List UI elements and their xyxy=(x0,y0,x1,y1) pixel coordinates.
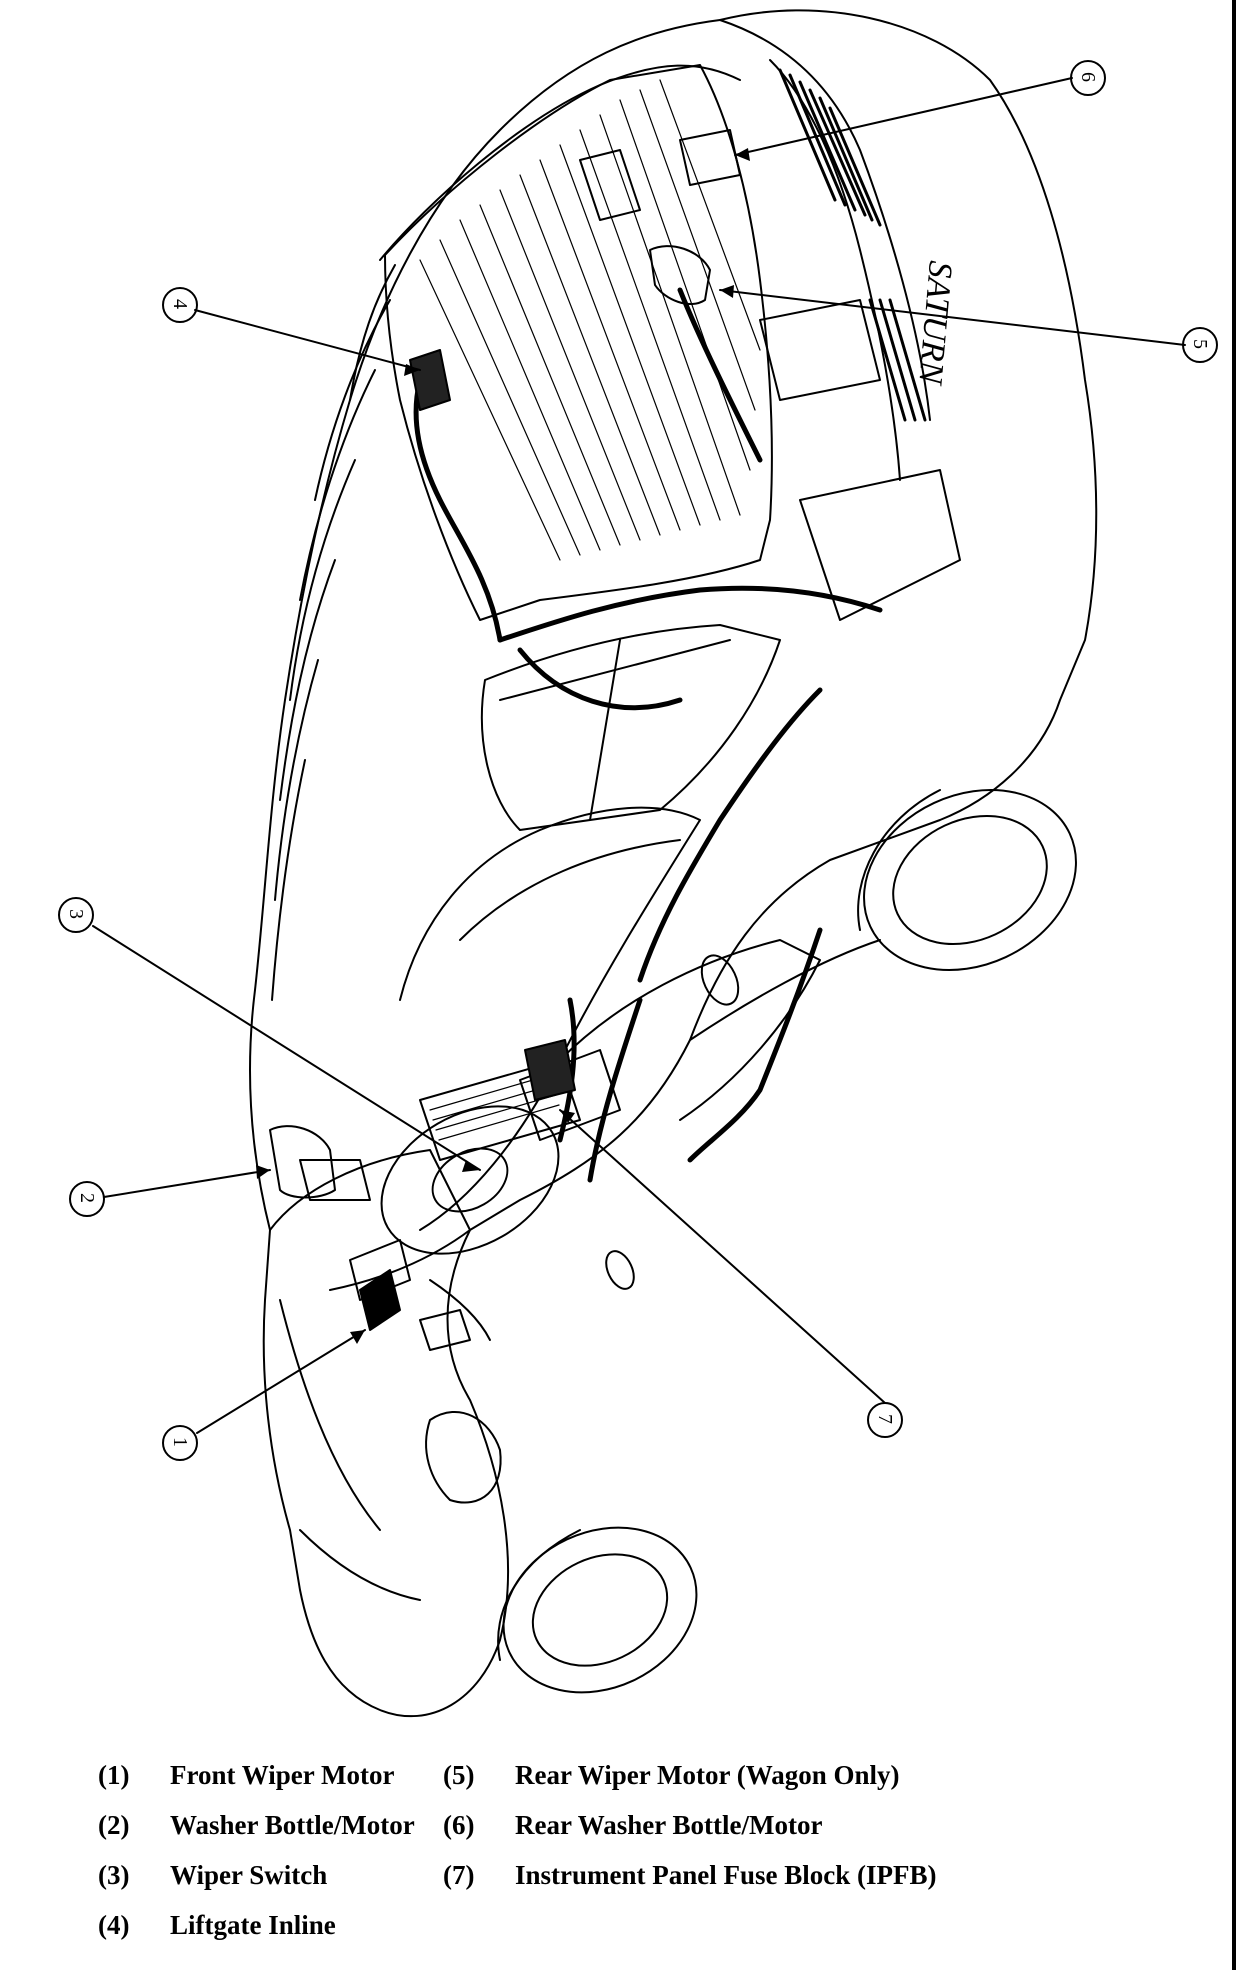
rear-washer-bottle-shape xyxy=(579,129,741,221)
callout-2: 2 xyxy=(69,1181,105,1217)
legend-item-5-label: Rear Wiper Motor (Wagon Only) xyxy=(515,1760,900,1790)
svg-text:6: 6 xyxy=(1077,72,1099,82)
front-door xyxy=(559,939,821,1121)
callout-7: 7 xyxy=(867,1402,903,1438)
vehicle-wiper-system-illustration: SATURN xyxy=(58,9,1218,1718)
callout-3: 3 xyxy=(58,897,94,933)
ipfb-shape xyxy=(524,1039,576,1101)
legend-item-2-number: (2) xyxy=(98,1810,130,1840)
wiring-harness xyxy=(413,287,883,1183)
callout-6: 6 xyxy=(1070,60,1106,96)
callout-5: 5 xyxy=(1182,327,1218,363)
svg-text:5: 5 xyxy=(1189,339,1211,349)
legend-item-3-number: (3) xyxy=(98,1860,130,1890)
liftgate-outline xyxy=(384,64,773,621)
legend-item-4-number: (4) xyxy=(98,1910,130,1940)
headlamp xyxy=(425,1410,502,1504)
washer-bottle-shape xyxy=(269,1125,371,1201)
legend-item-1-number: (1) xyxy=(98,1760,130,1790)
legend-item-6-number: (6) xyxy=(443,1810,475,1840)
callout-1: 1 xyxy=(162,1425,198,1461)
rear-quarter-window xyxy=(799,469,961,621)
legend-item-3-label: Wiper Switch xyxy=(170,1860,328,1890)
svg-text:2: 2 xyxy=(76,1193,98,1203)
legend-item-2-label: Washer Bottle/Motor xyxy=(170,1810,415,1840)
svg-text:4: 4 xyxy=(169,299,191,309)
page-border-rule xyxy=(1232,0,1236,1970)
windshield-frame xyxy=(399,806,701,1231)
svg-text:1: 1 xyxy=(169,1437,191,1447)
rear-wheel xyxy=(857,789,1077,971)
saturn-badge: SATURN xyxy=(911,259,959,387)
leader-arrowheads xyxy=(256,148,750,1344)
legend-item-4-label: Liftgate Inline xyxy=(170,1910,336,1940)
front-wheel xyxy=(497,1526,698,1694)
liftgate-inline-shape xyxy=(409,349,451,411)
side-windows xyxy=(480,624,781,831)
legend-item-7-label: Instrument Panel Fuse Block (IPFB) xyxy=(515,1860,937,1890)
legend-item-7-number: (7) xyxy=(443,1860,475,1890)
leader-lines xyxy=(92,77,1186,1434)
legend-item-1-label: Front Wiper Motor xyxy=(170,1760,395,1790)
svg-text:7: 7 xyxy=(874,1414,896,1424)
steering-wheel xyxy=(380,1105,560,1255)
rear-wiper-motor-shape xyxy=(649,245,711,305)
callout-4: 4 xyxy=(162,287,198,323)
car-body-outline xyxy=(249,9,1098,1718)
front-wiper-motor-shape xyxy=(349,1239,411,1331)
legend-item-6-label: Rear Washer Bottle/Motor xyxy=(515,1810,823,1840)
legend-item-5-number: (5) xyxy=(443,1760,475,1790)
svg-text:3: 3 xyxy=(65,909,87,919)
